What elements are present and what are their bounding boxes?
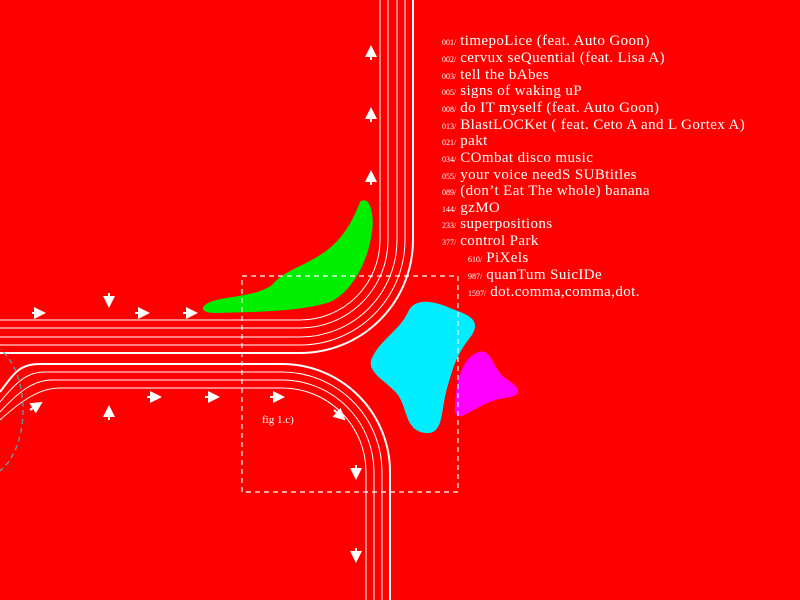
cyan-blob — [370, 301, 475, 434]
track-title: COmbat disco music — [460, 150, 594, 166]
track-item: 008/do IT myself (feat. Auto Goon) — [442, 100, 659, 116]
upper-road-lines — [0, 0, 414, 354]
track-title: your voice needS SUBtitles — [460, 167, 637, 183]
track-title: BlastLOCKet ( feat. Ceto A and L Gortex … — [460, 117, 746, 133]
track-item: 089/(don’t Eat The whole) banana — [442, 183, 650, 199]
track-item: 001/timepoLice (feat. Auto Goon) — [442, 33, 650, 49]
track-number: 610/ — [468, 255, 483, 264]
track-number: 055/ — [442, 172, 457, 181]
track-number: 021/ — [442, 138, 457, 147]
dashed-circle — [0, 348, 24, 472]
track-number: 987/ — [468, 272, 483, 281]
track-number: 005/ — [442, 88, 457, 97]
magenta-blob — [454, 351, 519, 417]
arrow-diagonal-icon — [332, 407, 346, 421]
track-number: 034/ — [442, 155, 457, 164]
track-title: (don’t Eat The whole) banana — [460, 183, 650, 199]
green-blob — [202, 200, 373, 313]
figure-dashed-box — [241, 275, 459, 493]
track-number: 144/ — [442, 205, 457, 214]
track-item: 002/cervux seQuential (feat. Lisa A) — [442, 50, 665, 66]
track-item: 034/COmbat disco music — [442, 150, 593, 166]
track-title: cervux seQuential (feat. Lisa A) — [460, 50, 666, 66]
track-item: 610/PiXels — [468, 250, 529, 266]
track-item: 055/your voice needS SUBtitles — [442, 167, 637, 183]
track-number: 013/ — [442, 122, 457, 131]
track-title: gzMO — [460, 200, 501, 216]
track-item: 987/quanTum SuicIDe — [468, 267, 602, 283]
direction-arrows — [29, 45, 377, 563]
arrow-diagonal-icon — [29, 401, 43, 414]
track-item: 233/superpositions — [442, 216, 553, 232]
track-item: 1597/dot.comma,comma,dot. — [468, 284, 640, 300]
track-number: 002/ — [442, 55, 457, 64]
track-title: quanTum SuicIDe — [486, 267, 603, 283]
track-item: 003/tell the bAbes — [442, 67, 549, 83]
track-title: PiXels — [486, 250, 529, 266]
track-number: 089/ — [442, 188, 457, 197]
track-number: 008/ — [442, 105, 457, 114]
track-number: 233/ — [442, 221, 457, 230]
track-title: tell the bAbes — [460, 67, 550, 83]
track-item: 005/signs of waking uP — [442, 83, 582, 99]
figure-caption: fig 1.c) — [262, 414, 294, 426]
track-title: timepoLice (feat. Auto Goon) — [460, 33, 650, 49]
track-item: 144/gzMO — [442, 200, 500, 216]
track-item: 377/control Park — [442, 233, 539, 249]
track-number: 1597/ — [468, 289, 487, 298]
track-title: dot.comma,comma,dot. — [490, 284, 640, 300]
track-title: control Park — [460, 233, 539, 249]
track-item: 013/BlastLOCKet ( feat. Ceto A and L Gor… — [442, 117, 745, 133]
track-title: superpositions — [460, 216, 553, 232]
track-item: 021/pakt — [442, 133, 488, 149]
track-title: signs of waking uP — [460, 83, 583, 99]
track-number: 377/ — [442, 238, 457, 247]
track-title: do IT myself (feat. Auto Goon) — [460, 100, 660, 116]
lower-road-lines — [0, 363, 391, 600]
track-title: pakt — [460, 133, 488, 149]
track-number: 001/ — [442, 38, 457, 47]
track-number: 003/ — [442, 72, 457, 81]
